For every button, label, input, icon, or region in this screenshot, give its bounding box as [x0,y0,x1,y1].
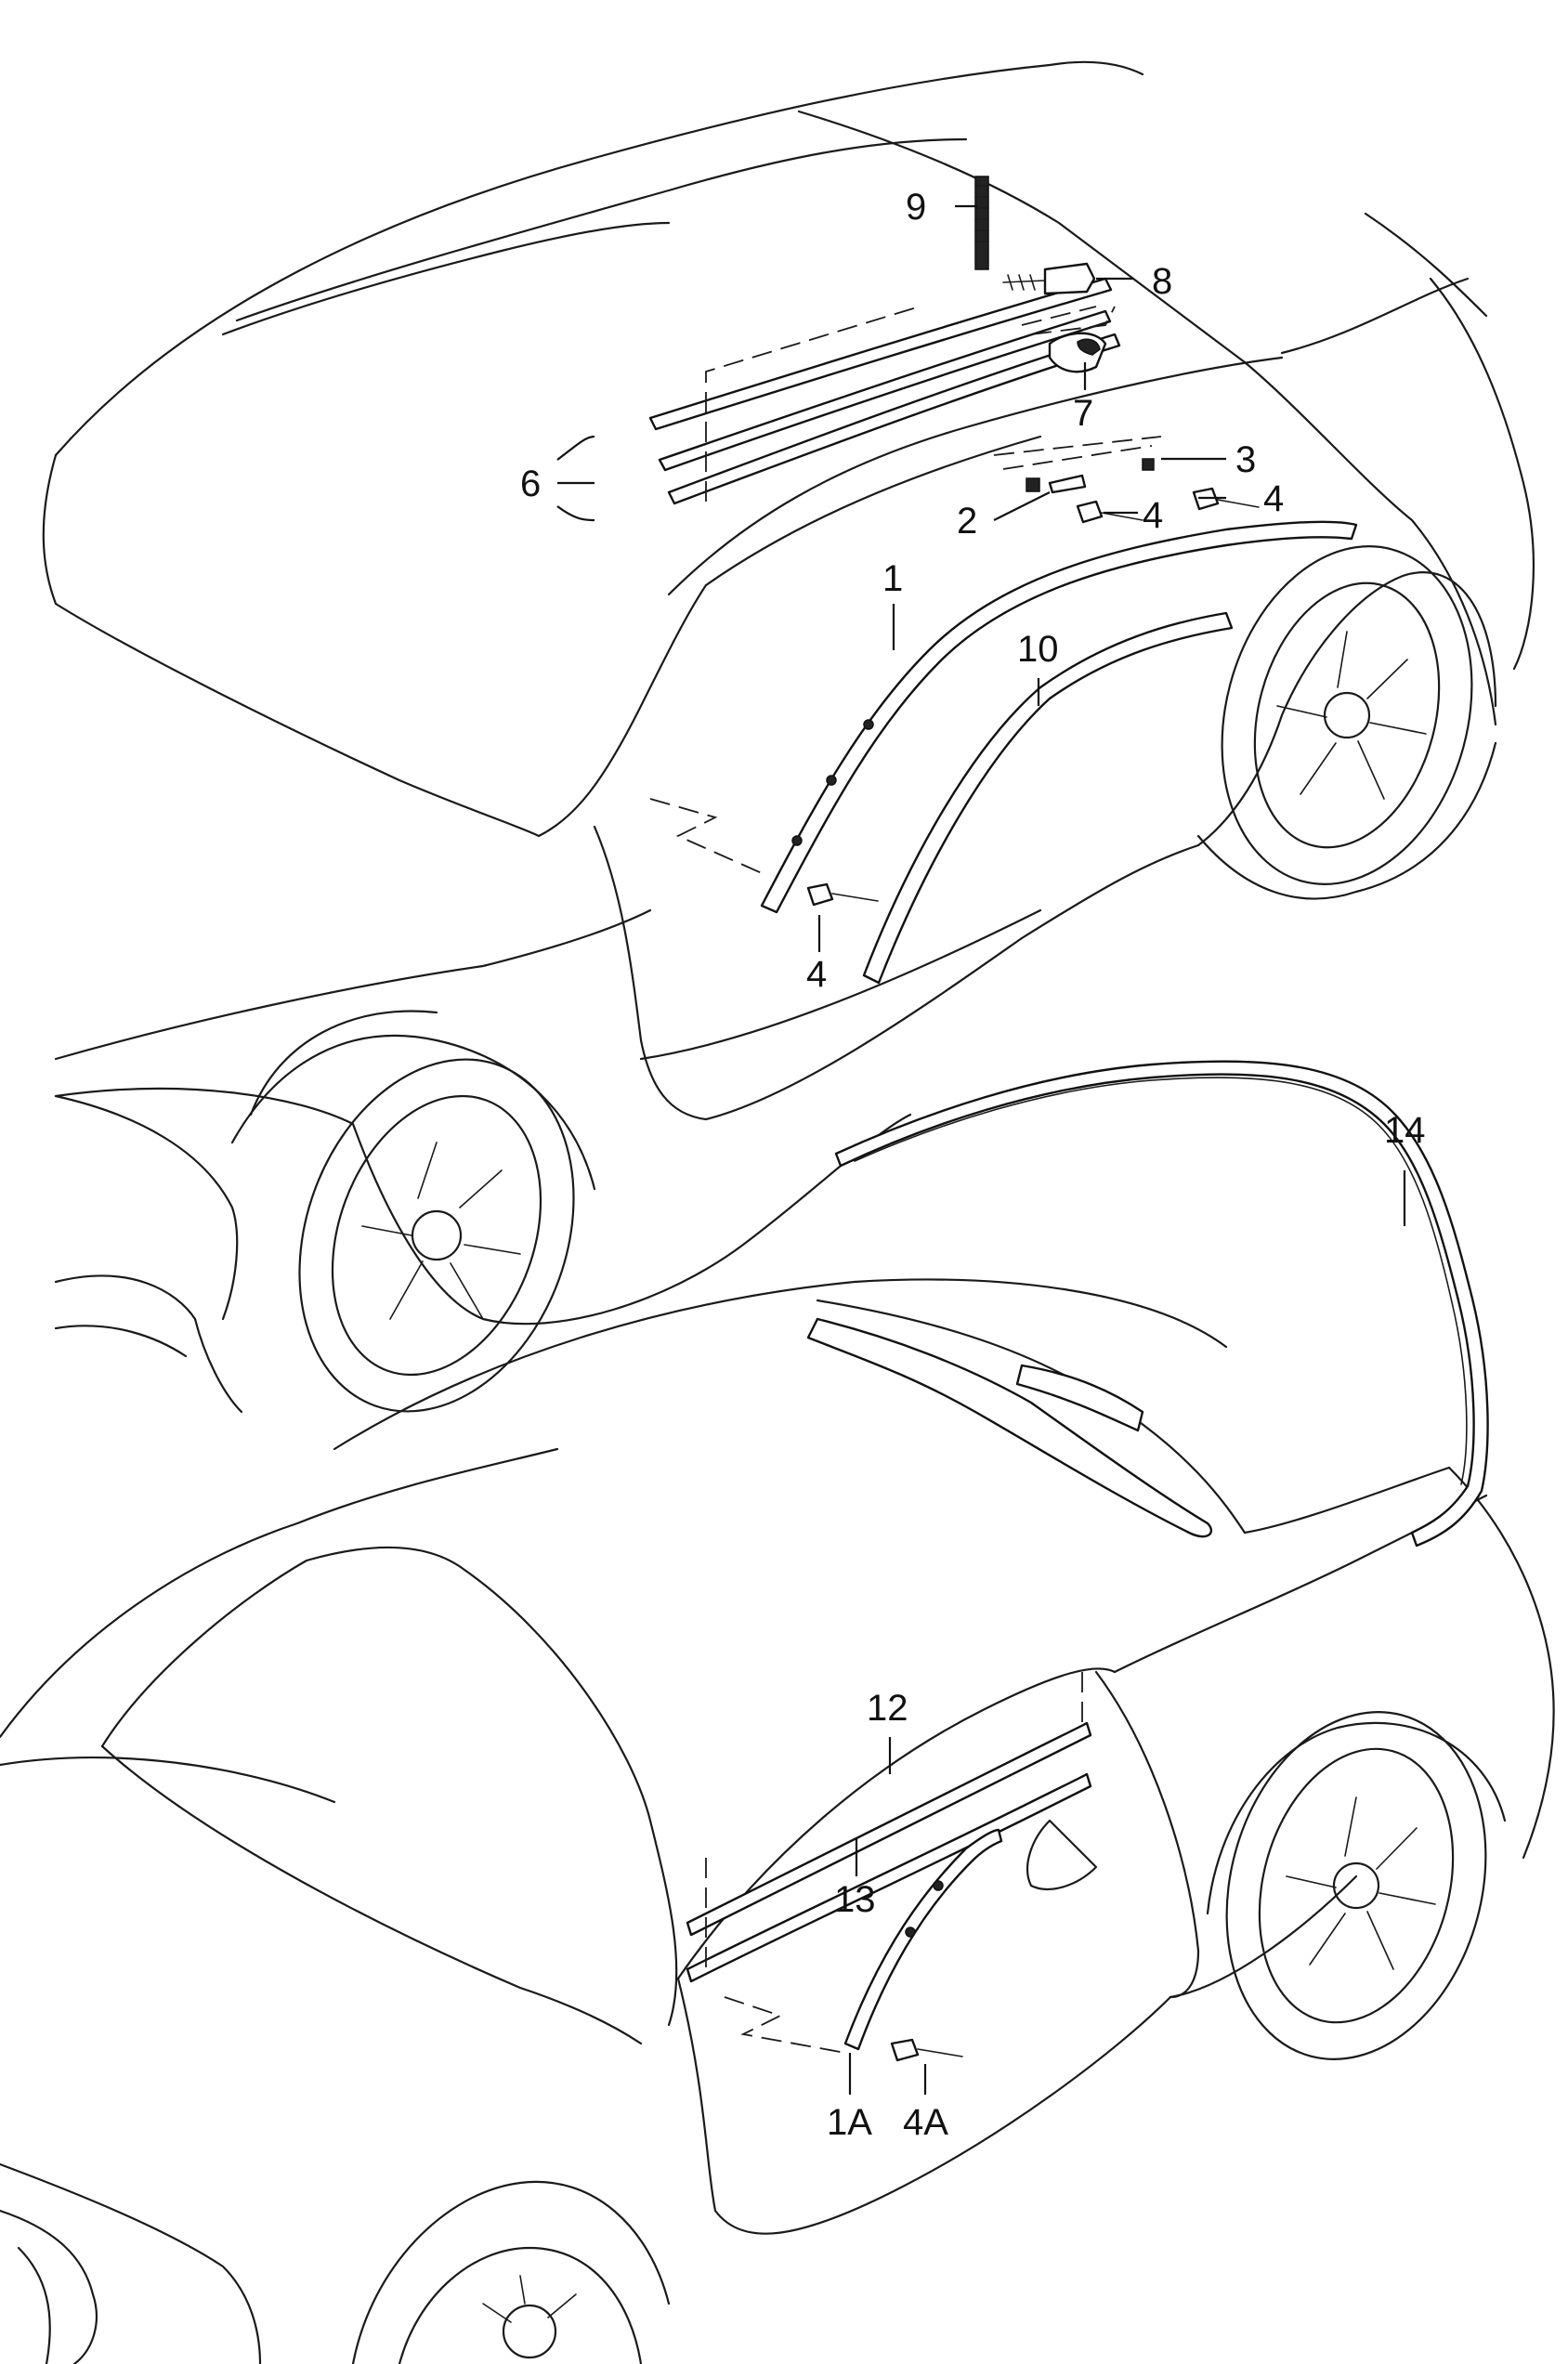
callout-labels: 9 8 7 6 3 4 2 4 1 10 4 14 12 13 1A 4A [520,187,1426,2143]
callout-14: 14 [1384,1110,1426,1151]
callout-4A: 4A [903,2102,948,2143]
callout-13: 13 [834,1879,876,1920]
callout-12: 12 [867,1688,908,1729]
callout-9: 9 [906,187,926,228]
leader-lines [556,204,1406,2095]
callout-4b: 4 [1143,495,1163,536]
callout-6: 6 [520,464,541,504]
side-moulding-assembly [649,436,1358,985]
callout-8: 8 [1152,261,1172,302]
callout-10: 10 [1017,629,1059,670]
callout-3: 3 [1235,439,1256,480]
callout-1A: 1A [827,2102,872,2143]
lower-car-body [0,1278,1555,2364]
callout-7: 7 [1073,393,1093,434]
roof-rail-assembly [648,176,1121,505]
callout-1: 1 [882,558,903,599]
roadster-trim-assembly [686,1060,1489,2062]
callout-4a: 4 [1263,478,1284,519]
callout-4c: 4 [806,954,827,995]
callout-2: 2 [957,501,977,542]
upper-car-body [42,60,1535,1414]
